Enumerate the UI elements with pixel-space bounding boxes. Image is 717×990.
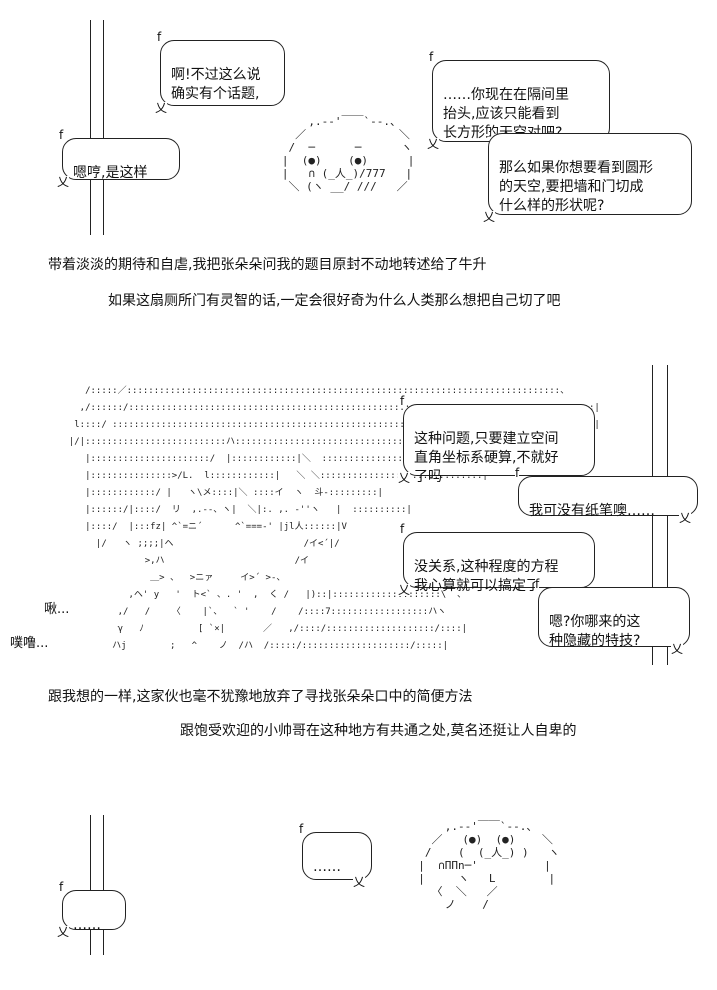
narration: 跟我想的一样,这家伙也毫不犹豫地放弃了寻找张朵朵口中的简便方法 [48,689,473,705]
wall-line [103,20,104,235]
speech-text: ……你现在在隔间里 抬头,应该只能看到 长方形的天空对吧? [443,87,569,141]
speech-bubble: f…… [57,881,126,938]
character-person-art: /:::::／:::::::::::::::::::::::::::::::::… [68,386,600,651]
speech-bubble: f…… [299,823,372,888]
speech-text: …… [313,859,341,875]
speech-bubble: f……你现在在隔间里 抬头,应该只能看到 长方形的天空对吧? [427,51,610,150]
wall-line [90,815,91,955]
speech-text: 没关系,这种程度的方程 我心算就可以搞定了 [414,559,559,594]
narration: 如果这扇厕所门有灵智的话,一定会很好奇为什么人类那么想把自己切了吧 [108,293,561,309]
narration: 带着淡淡的期待和自虐,我把张朵朵问我的题目原封不动地转述给了牛升 [48,257,487,273]
wall-line [90,20,91,235]
speech-text: 这种问题,只要建立空间 直角坐标系硬算,不就好 了吗 [414,431,559,485]
speech-text: 嗯哼,是这样 [73,165,148,181]
wall-line [103,815,104,955]
character-face-art: ,.-‐'￣￣`‐-.、 ／ (●) (●) ＼ / ( (_人_) ) ヽ |… [418,820,560,911]
speech-text: 啊!不过这么说 确实有个话题, [171,67,261,102]
speech-text: 那么如果你想要看到圆形 的天空,要把墙和门切成 什么样的形状呢? [499,160,653,214]
sound-effect: 啾... [44,602,70,617]
speech-text: 我可没有纸笔噢…… [529,503,655,519]
speech-text: …… [73,917,101,933]
narration: 跟饱受欢迎的小帅哥在这种地方有共通之处,莫名还挺让人自卑的 [180,723,577,739]
sound-effect: 噗噜... [10,636,49,651]
speech-text: 嗯?你哪来的这 种隐藏的特技? [549,614,641,649]
character-face-art: ,.-‐'￣￣`‐-.、 ／ ＼ / ─ ─ ヽ | (●) (●) | | ∩… [281,115,415,193]
